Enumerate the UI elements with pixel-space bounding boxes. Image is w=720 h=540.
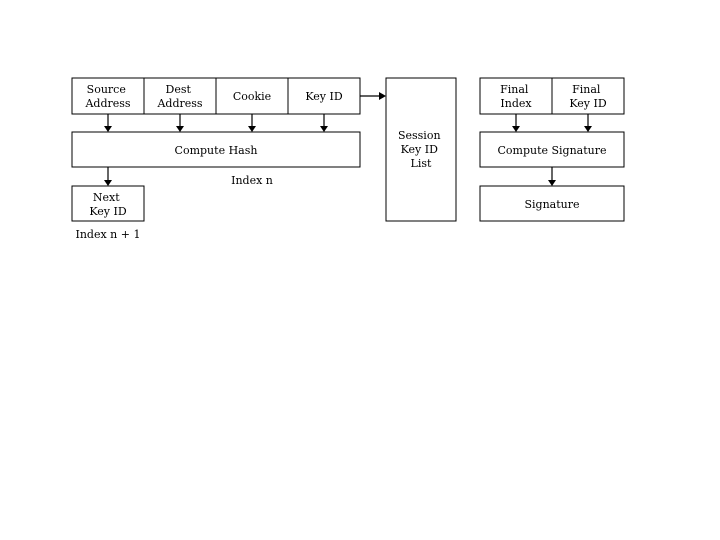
compute-signature-label: Compute Signature — [497, 144, 606, 157]
compute-hash-label: Compute Hash — [175, 144, 258, 157]
source-arrow-head — [104, 126, 112, 132]
final-index-arrow-head — [512, 126, 520, 132]
final-key-id-label: Final Key ID — [569, 83, 606, 110]
cookie-label: Cookie — [233, 90, 271, 103]
final-index-box — [479, 77, 553, 115]
signature-label: Signature — [524, 198, 579, 211]
dest-address-box — [143, 77, 217, 115]
source-address-label: Source Address — [84, 83, 130, 110]
final-key-id-arrow-head — [584, 126, 592, 132]
signature-box — [479, 185, 625, 222]
compute-signature-box — [479, 131, 625, 168]
key-id-to-session-head — [379, 92, 386, 100]
cookie-box — [215, 77, 289, 115]
key-id-arrow-head — [320, 126, 328, 132]
key-id-label: Key ID — [305, 90, 342, 103]
session-key-id-list-box — [385, 77, 457, 222]
final-index-label: Final Index — [500, 83, 532, 110]
source-address-box — [71, 77, 145, 115]
signature-arrow-head — [548, 180, 556, 186]
hash-to-next-head — [104, 180, 112, 186]
dest-address-label: Dest Address — [156, 83, 202, 110]
compute-hash-box — [71, 131, 361, 168]
cookie-arrow-head — [248, 126, 256, 132]
next-key-id-label: Next Key ID — [89, 191, 126, 218]
session-key-id-list-label: Session Key ID List — [398, 129, 444, 170]
index-n-plus-1-label: Index n + 1 — [76, 228, 141, 241]
header-to-hash-arrows — [104, 114, 328, 132]
header-fields-row: Source Address Dest Address Cookie Key I… — [71, 77, 361, 115]
final-key-id-box — [551, 77, 625, 115]
dest-arrow-head — [176, 126, 184, 132]
index-n-label: Index n — [231, 174, 273, 187]
next-key-id-box — [71, 185, 145, 222]
